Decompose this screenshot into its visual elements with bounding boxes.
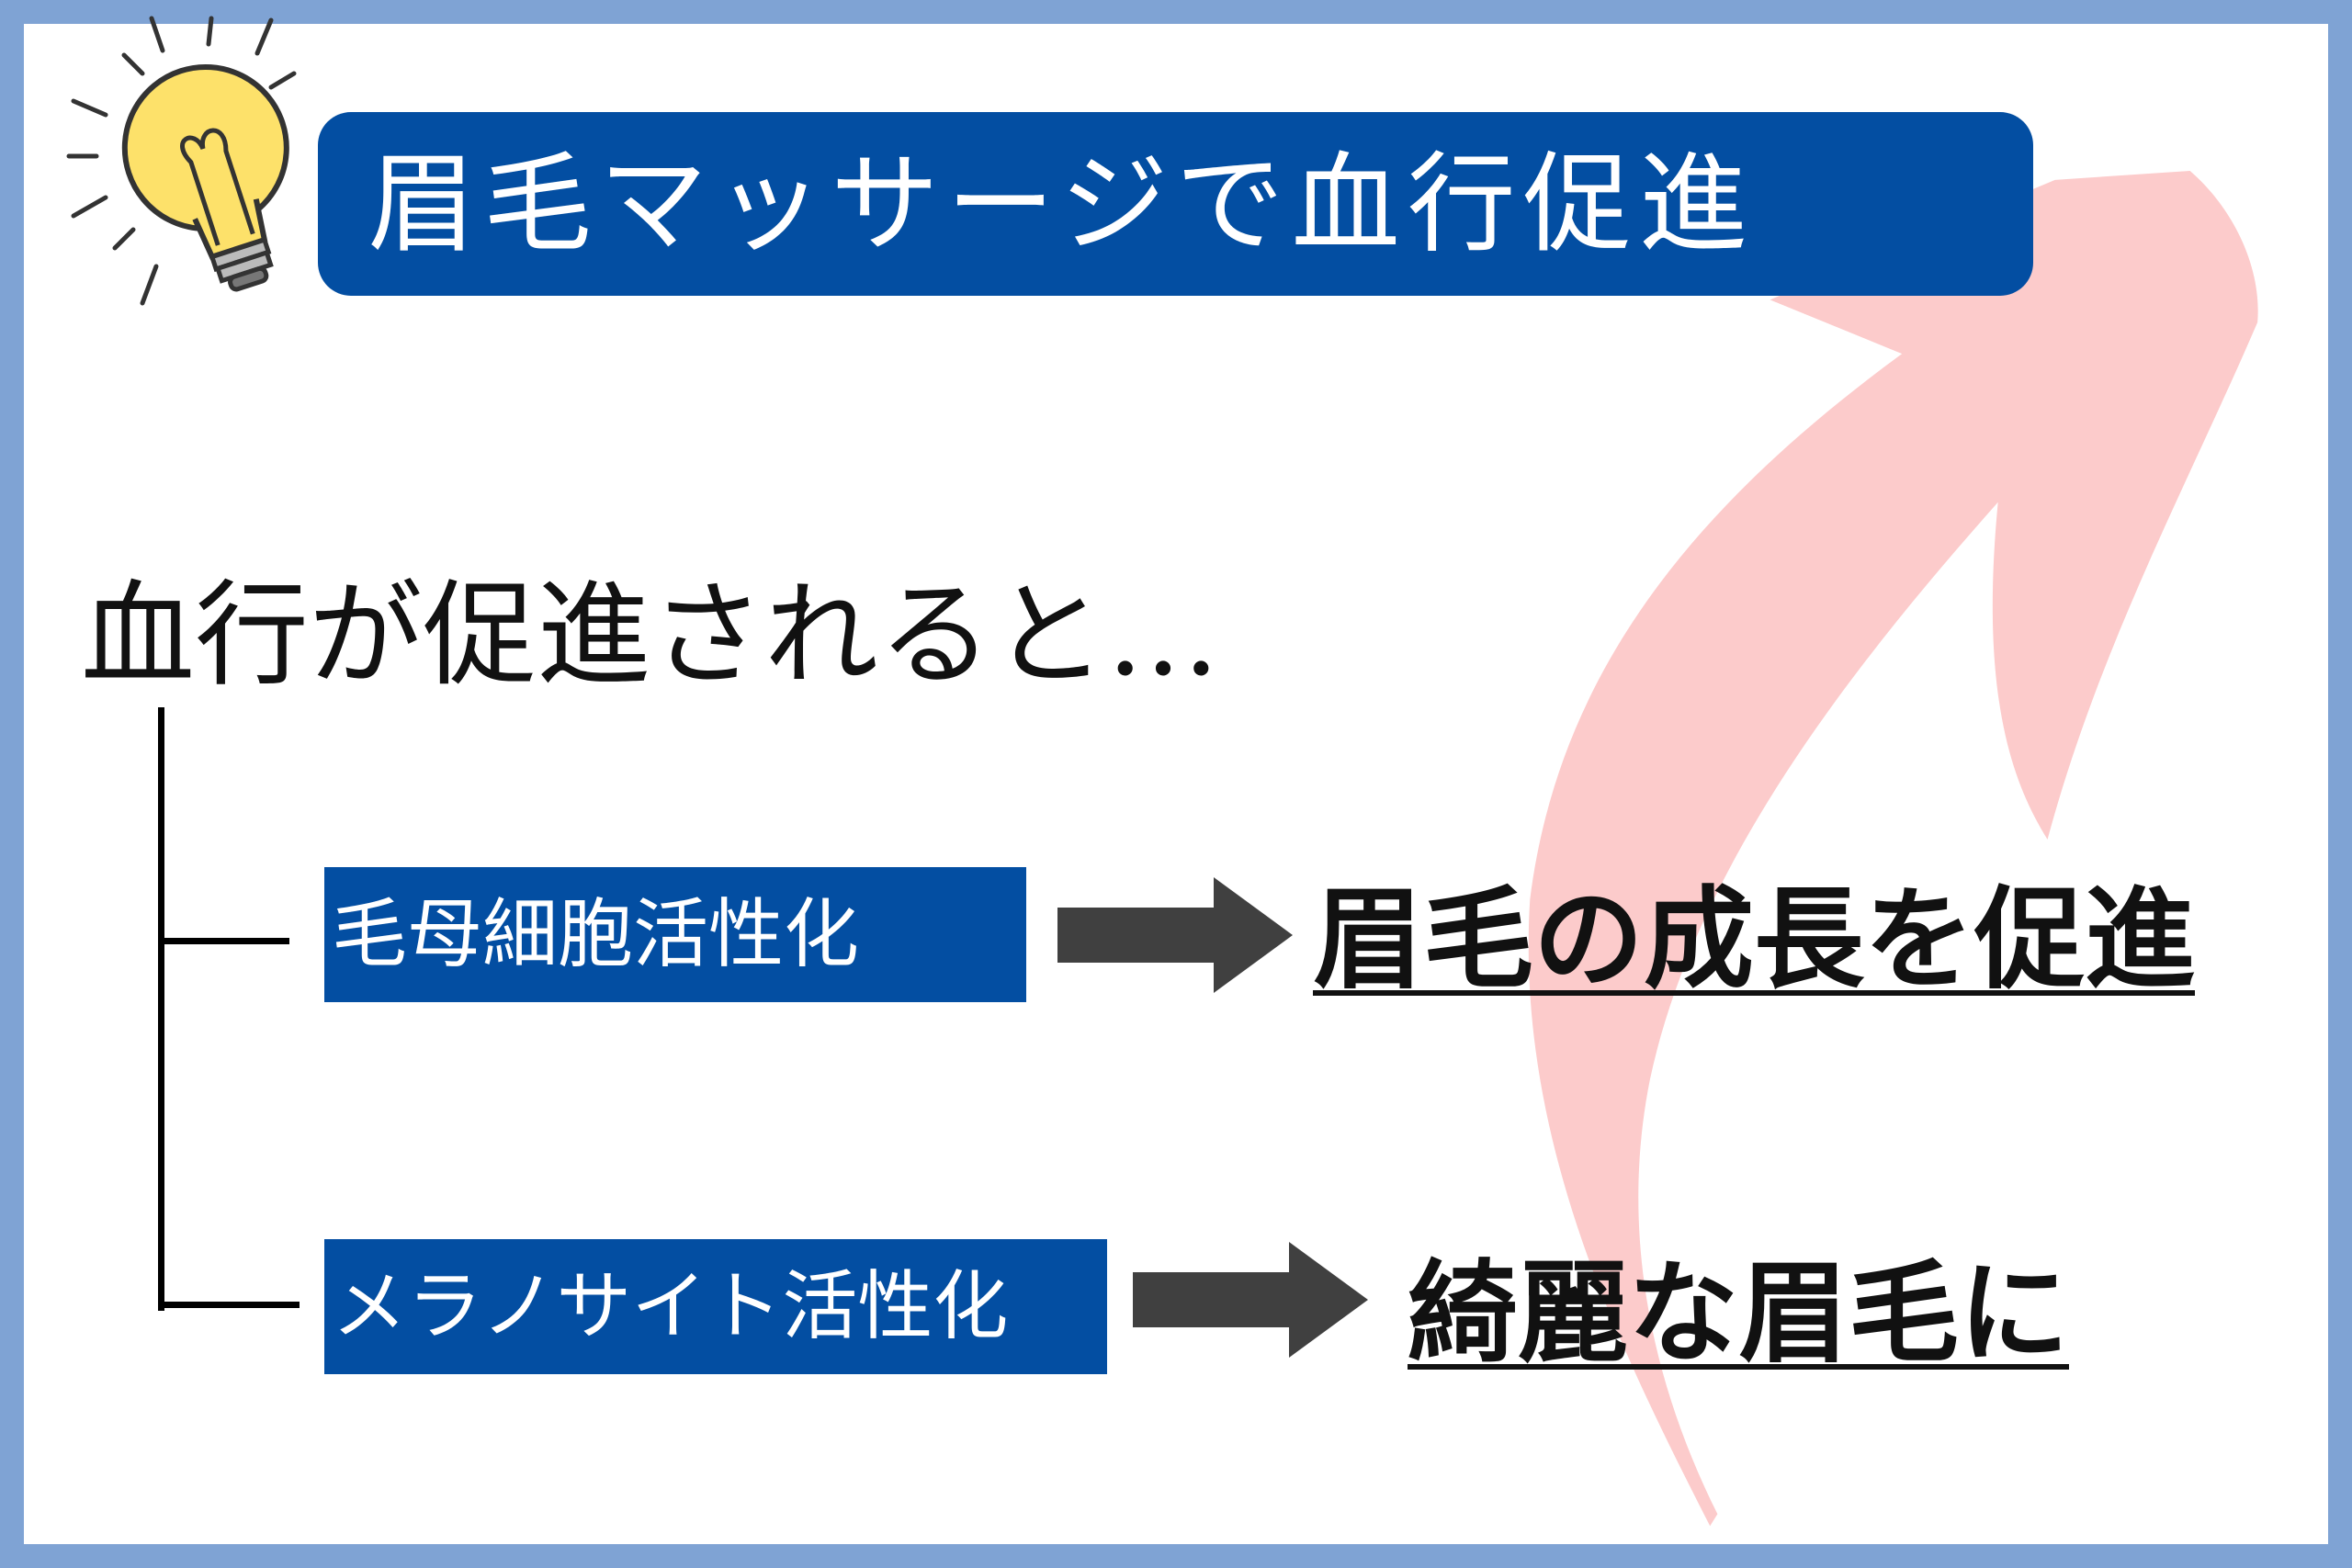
right-arrow-icon (1057, 877, 1293, 993)
page-title: 眉毛マッサージで血行促進 (368, 141, 1755, 267)
tree-branch-line-2 (158, 1302, 300, 1308)
right-arrow-icon (1133, 1242, 1368, 1358)
effect-text-2: 綺麗な眉毛に (1408, 1248, 2069, 1378)
tree-trunk-line (158, 707, 164, 1311)
lightbulb-icon (66, 16, 297, 306)
cause-tag-2: メラノサイト活性化 (324, 1239, 1107, 1374)
title-banner (318, 112, 2033, 296)
effect-text-1: 眉毛の成長を促進 (1313, 874, 2195, 1004)
tree-branch-line-1 (158, 938, 289, 944)
lead-text: 血行が促進されると… (81, 570, 1221, 702)
cause-tag-1: 毛母細胞活性化 (324, 867, 1026, 1002)
